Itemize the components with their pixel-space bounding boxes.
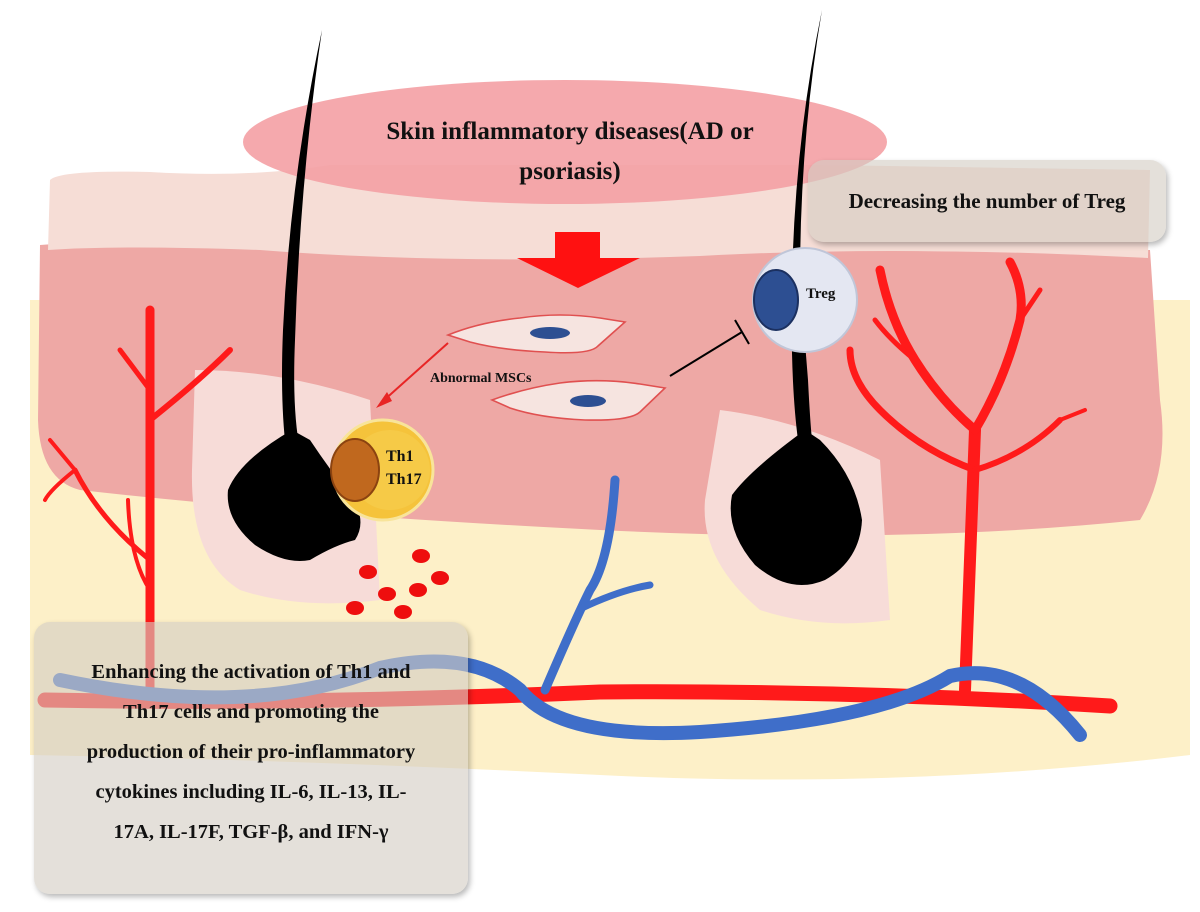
diagram-title: Skin inflammatory diseases(AD or psorias… xyxy=(330,112,810,192)
treg-effect-box: Decreasing the number of Treg xyxy=(808,160,1166,242)
th-effect-line-4: cytokines including IL-6, IL-13, IL- xyxy=(95,781,407,803)
activation-arrow-icon xyxy=(376,342,449,408)
title-line-2: psoriasis) xyxy=(519,158,621,185)
hair-follicle-left xyxy=(227,30,361,561)
cytokine-dots-icon xyxy=(346,549,449,619)
th-effect-box: Enhancing the activation of Th1 and Th17… xyxy=(34,622,468,894)
down-arrow-icon xyxy=(517,232,640,288)
abnormal-msc-cell-bottom xyxy=(489,379,667,421)
th-effect-line-1: Enhancing the activation of Th1 and xyxy=(91,661,411,683)
title-line-1: Skin inflammatory diseases(AD or xyxy=(386,118,754,145)
th-effect-line-3: production of their pro-inflammatory xyxy=(86,741,416,763)
treg-effect-text: Decreasing the number of Treg xyxy=(848,189,1126,213)
title-banner xyxy=(243,80,887,204)
th1-label: Th1 xyxy=(386,448,414,465)
treg-label: Treg xyxy=(806,286,836,302)
inhibition-arrow-icon xyxy=(669,319,750,377)
abnormal-msc-cell-top xyxy=(445,314,627,354)
treg-nucleus xyxy=(753,269,799,331)
th-cell-nucleus xyxy=(330,438,380,502)
th-effect-line-5: 17A, IL-17F, TGF-β, and IFN-γ xyxy=(113,821,389,843)
th-effect-line-2: Th17 cells and promoting the xyxy=(123,701,379,723)
th-effect-text: Enhancing the activation of Th1 and Th17… xyxy=(34,622,468,852)
th17-label: Th17 xyxy=(386,471,422,488)
msc-label: Abnormal MSCs xyxy=(430,371,532,386)
